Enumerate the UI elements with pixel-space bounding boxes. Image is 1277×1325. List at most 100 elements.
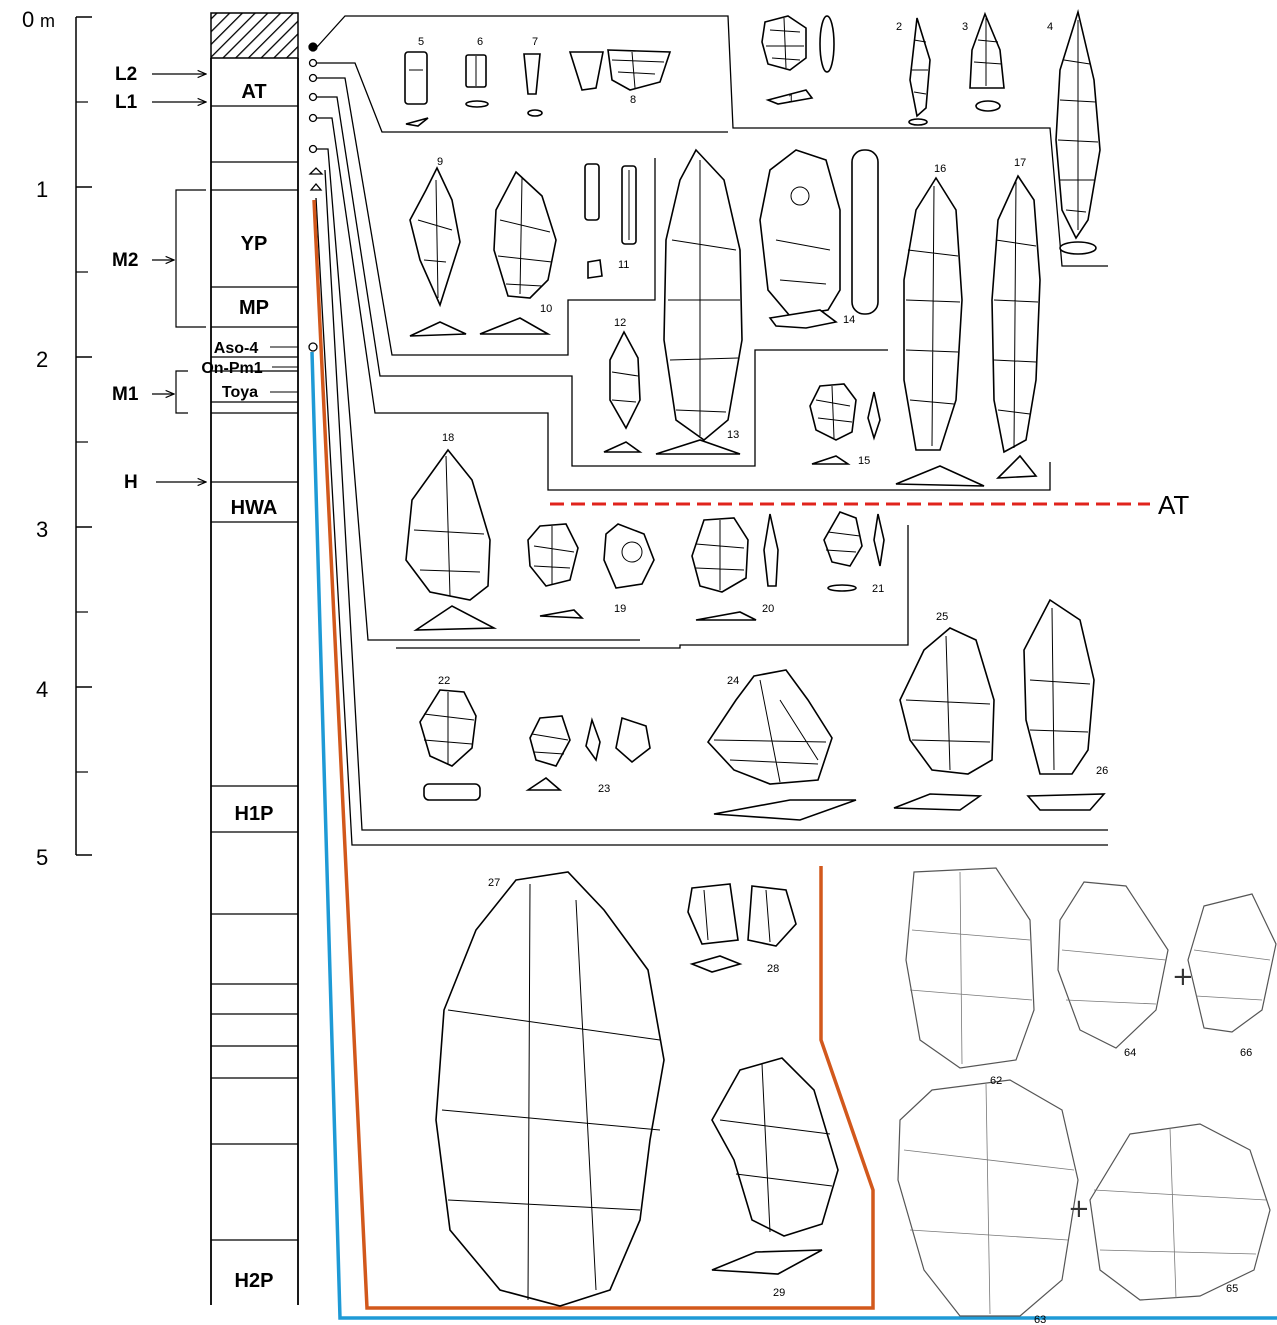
artifact-number-16: 16: [934, 163, 946, 175]
artifact-8: [570, 50, 670, 90]
artifact-number-14: 14: [843, 314, 855, 326]
artifact-number-64: 64: [1124, 1047, 1136, 1059]
artifact-number-6: 6: [477, 36, 483, 48]
stratigraphic-column: AT YP MP Aso-4 On-Pm1 Toya HWA H1P H2P: [201, 13, 298, 1305]
horizon-symbol-1: [309, 43, 317, 51]
artifact-13: [656, 150, 742, 454]
horizon-symbol-5: [310, 115, 317, 122]
artifact-64: [1058, 882, 1168, 1048]
depth-unit-label: m: [40, 11, 55, 31]
marker-label-l1: L1: [115, 92, 138, 113]
horizon-symbol-8: [311, 184, 321, 190]
artifact-66: [1188, 894, 1276, 1032]
artifact-26: [1024, 600, 1104, 810]
artifact-4: [1056, 12, 1100, 254]
layer-h2p: H2P: [235, 1270, 274, 1292]
artifact-7: [524, 54, 542, 116]
horizon-symbol-aso4: [309, 343, 317, 351]
artifact-number-9: 9: [437, 156, 443, 168]
layer-toya: Toya: [222, 384, 258, 401]
artifact-17: [992, 176, 1040, 478]
artifact-number-1: 1: [788, 93, 794, 105]
horizon-symbol-3: [310, 75, 317, 82]
artifact-number-29: 29: [773, 1287, 785, 1299]
artifact-number-63: 63: [1034, 1314, 1046, 1325]
artifact-number-3: 3: [962, 21, 968, 33]
artifact-19: [528, 524, 654, 618]
marker-label-m2: M2: [112, 250, 138, 271]
artifact-number-26: 26: [1096, 765, 1108, 777]
layer-aso4: Aso-4: [214, 340, 259, 357]
artifact-25: [894, 628, 994, 810]
artifact-number-5: 5: [418, 36, 424, 48]
artifact-number-19: 19: [614, 603, 626, 615]
artifact-62: [906, 868, 1034, 1068]
artifact-2: [909, 18, 930, 125]
marker-label-h: H: [124, 472, 138, 493]
artifact-14: [760, 150, 878, 328]
artifact-number-27: 27: [488, 877, 500, 889]
depth-tick-1: 1: [36, 177, 48, 202]
artifact-65: [1090, 1124, 1270, 1300]
plus-sign-64-66: +: [1172, 962, 1194, 992]
artifact-number-66: 66: [1240, 1047, 1252, 1059]
depth-tick-5: 5: [36, 845, 48, 870]
artifact-63: [898, 1080, 1078, 1316]
artifact-number-7: 7: [532, 36, 538, 48]
artifact-number-22: 22: [438, 675, 450, 687]
artifact-number-17: 17: [1014, 157, 1026, 169]
layer-hwa: HWA: [231, 497, 278, 519]
layer-mp: MP: [239, 297, 269, 319]
marker-label-m1: M1: [112, 384, 139, 405]
artifact-3: [970, 14, 1004, 111]
horizon-symbol-6: [310, 146, 317, 153]
artifact-number-20: 20: [762, 603, 774, 615]
artifact-number-24: 24: [727, 675, 739, 687]
artifact-number-65: 65: [1226, 1283, 1238, 1295]
artifact-number-13: 13: [727, 429, 739, 441]
artifact-23: [528, 716, 650, 790]
artifact-22: [420, 690, 480, 800]
artifact-5: [405, 52, 428, 126]
layer-yp: YP: [241, 233, 268, 255]
artifact-number-12: 12: [614, 317, 626, 329]
artifact-18: [406, 450, 494, 630]
depth-tick-0: 0: [22, 7, 34, 32]
artifact-number-10: 10: [540, 303, 552, 315]
artifact-6: [466, 55, 488, 107]
artifact-number-4: 4: [1047, 21, 1053, 33]
artifact-number-18: 18: [442, 432, 454, 444]
artifact-15: [810, 384, 880, 464]
layer-on-pm1: On-Pm1: [201, 360, 262, 377]
at-line-label: AT: [1158, 490, 1189, 520]
depth-tick-3: 3: [36, 517, 48, 542]
layer-at: AT: [241, 81, 266, 103]
artifact-24: [708, 670, 856, 820]
layer-h1p: H1P: [235, 803, 274, 825]
depth-tick-4: 4: [36, 677, 48, 702]
artifact-number-11: 11: [618, 259, 629, 271]
plus-sign-63-65: +: [1068, 1194, 1090, 1224]
artifact-number-25: 25: [936, 611, 948, 623]
artifact-12: [604, 332, 640, 452]
marker-label-l2: L2: [115, 64, 137, 85]
artifact-number-23: 23: [598, 783, 610, 795]
topsoil-hatched: [211, 13, 298, 58]
horizon-symbol-7: [310, 168, 322, 174]
horizon-symbol-4: [310, 94, 317, 101]
artifact-16: [896, 178, 984, 486]
artifact-number-2: 2: [896, 21, 902, 33]
artifact-29: [712, 1058, 838, 1274]
artifact-21: [824, 512, 884, 591]
marker-labels: L2 L1 M2 M1 H: [112, 64, 206, 493]
artifact-number-8: 8: [630, 94, 636, 106]
artifact-9: [410, 168, 466, 336]
artifact-28: [688, 884, 796, 972]
depth-tick-2: 2: [36, 347, 48, 372]
artifact-1: [762, 16, 834, 104]
artifact-27: [436, 872, 664, 1306]
m2-bracket: [176, 190, 206, 327]
artifact-number-21: 21: [872, 583, 884, 595]
m1-bracket: [176, 371, 188, 413]
